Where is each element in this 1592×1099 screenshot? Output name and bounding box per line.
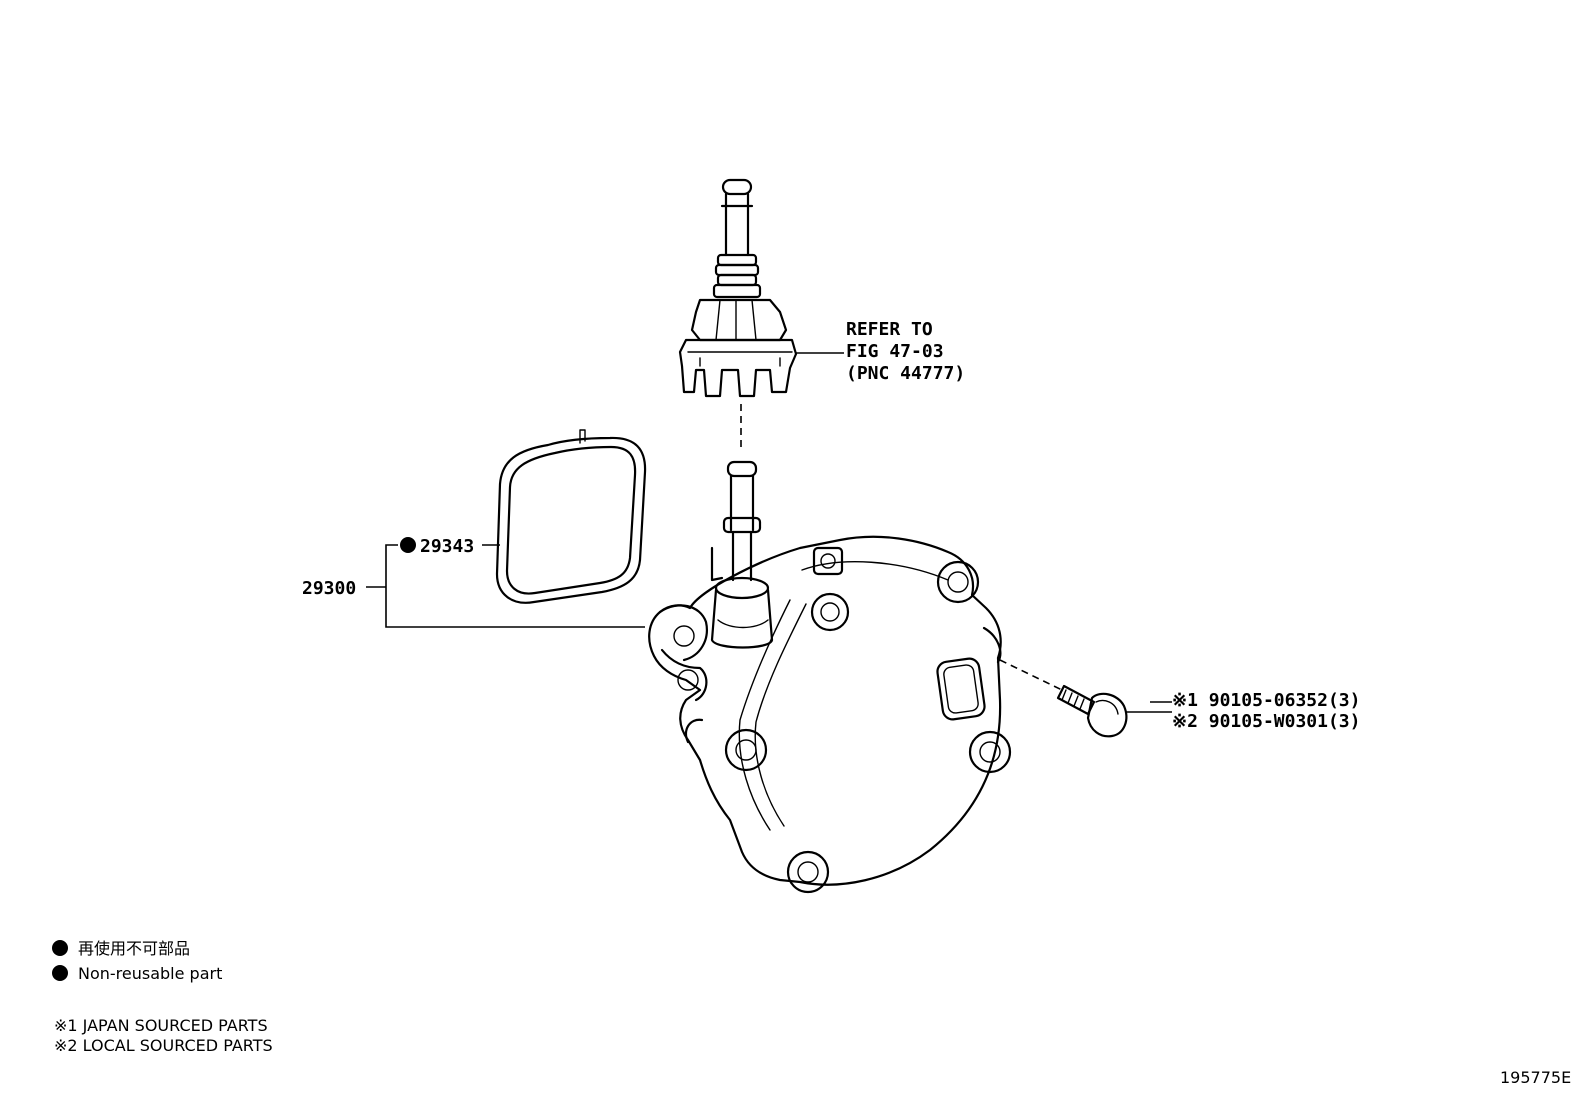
gasket-part-number: 29343 xyxy=(420,536,474,557)
figure-id: 195775E xyxy=(1500,1068,1571,1087)
refer-line-1: REFER TO xyxy=(846,319,933,340)
non-reusable-marker xyxy=(400,537,416,553)
bolt-japan-part-number: ※1 90105-06352(3) xyxy=(1172,690,1360,711)
hose-connector-drawing xyxy=(678,178,798,398)
legend-non-reusable-jp: 再使用不可部品 xyxy=(78,939,190,958)
legend-bullet-jp xyxy=(52,940,68,956)
legend-note-local: ※2 LOCAL SOURCED PARTS xyxy=(54,1036,273,1055)
vacuum-pump-drawing xyxy=(648,460,1012,894)
bolt-dashed-line xyxy=(999,659,1063,691)
legend-bullet-en xyxy=(52,965,68,981)
bolt-drawing xyxy=(1056,684,1128,738)
legend-non-reusable-en: Non-reusable part xyxy=(78,964,222,983)
refer-line-3: (PNC 44777) xyxy=(846,363,965,384)
legend-note-japan: ※1 JAPAN SOURCED PARTS xyxy=(54,1016,268,1035)
assembly-bracket xyxy=(385,544,645,628)
refer-line-2: FIG 47-03 xyxy=(846,341,944,362)
assembly-part-number: 29300 xyxy=(302,578,356,599)
bolt-local-part-number: ※2 90105-W0301(3) xyxy=(1172,711,1360,732)
gasket-drawing xyxy=(495,429,647,604)
